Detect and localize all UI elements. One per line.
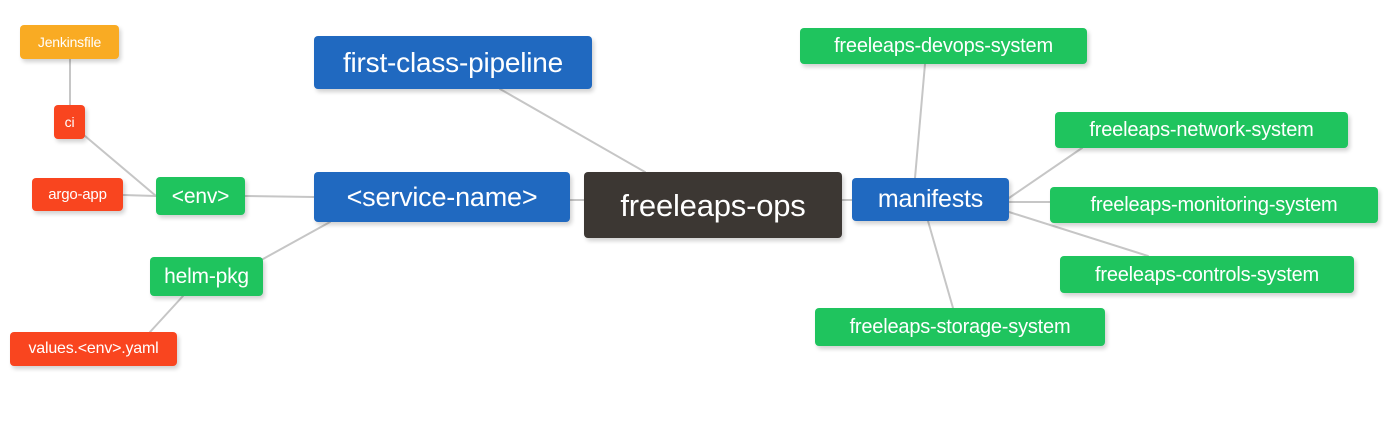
node-freeleaps-network-system[interactable]: freeleaps-network-system bbox=[1055, 112, 1348, 148]
node-helm-pkg[interactable]: helm-pkg bbox=[150, 257, 263, 296]
node-freeleaps-monitoring-system[interactable]: freeleaps-monitoring-system bbox=[1050, 187, 1378, 223]
node-label-values-yaml: values.<env>.yaml bbox=[28, 340, 159, 357]
edge-env-servicename bbox=[244, 195, 315, 198]
edge-manifests-devops bbox=[914, 63, 926, 179]
node-freeleaps-ops[interactable]: freeleaps-ops bbox=[584, 172, 842, 238]
edge-firstclasspipeline-ops bbox=[499, 88, 646, 173]
node-label-freeleaps-storage-system: freeleaps-storage-system bbox=[849, 316, 1071, 338]
node-label-first-class-pipeline: first-class-pipeline bbox=[342, 46, 564, 78]
node-service-name[interactable]: <service-name> bbox=[314, 172, 570, 222]
node-label-freeleaps-controls-system: freeleaps-controls-system bbox=[1095, 263, 1319, 286]
node-label-ci: ci bbox=[64, 114, 75, 130]
node-label-service-name: <service-name> bbox=[346, 181, 538, 212]
node-label-freeleaps-monitoring-system: freeleaps-monitoring-system bbox=[1090, 194, 1338, 216]
node-jenkinsfile[interactable]: Jenkinsfile bbox=[20, 25, 119, 59]
node-ci[interactable]: ci bbox=[54, 105, 85, 139]
node-label-argo-app: argo-app bbox=[48, 186, 107, 203]
node-label-freeleaps-network-system: freeleaps-network-system bbox=[1089, 119, 1314, 141]
node-label-jenkinsfile: Jenkinsfile bbox=[37, 34, 102, 50]
node-freeleaps-devops-system[interactable]: freeleaps-devops-system bbox=[800, 28, 1087, 64]
node-freeleaps-storage-system[interactable]: freeleaps-storage-system bbox=[815, 308, 1105, 346]
node-manifests[interactable]: manifests bbox=[852, 178, 1009, 221]
node-label-helm-pkg: helm-pkg bbox=[164, 265, 249, 288]
edge-helmpkg-servicename bbox=[262, 221, 331, 260]
edge-manifests-network bbox=[1008, 147, 1083, 199]
node-label-freeleaps-devops-system: freeleaps-devops-system bbox=[834, 35, 1053, 57]
node-freeleaps-controls-system[interactable]: freeleaps-controls-system bbox=[1060, 256, 1354, 293]
edge-valuesyaml-helmpkg bbox=[149, 295, 184, 333]
node-env[interactable]: <env> bbox=[156, 177, 245, 215]
node-label-env: <env> bbox=[171, 184, 230, 208]
node-first-class-pipeline[interactable]: first-class-pipeline bbox=[314, 36, 592, 89]
node-values-yaml[interactable]: values.<env>.yaml bbox=[10, 332, 177, 366]
edge-manifests-storage bbox=[927, 220, 954, 309]
edge-argoapp-env bbox=[122, 194, 157, 197]
node-label-freeleaps-ops: freeleaps-ops bbox=[620, 187, 806, 223]
edge-ci-env bbox=[84, 135, 157, 197]
edge-manifests-controls bbox=[1008, 211, 1149, 257]
node-argo-app[interactable]: argo-app bbox=[32, 178, 123, 211]
node-label-manifests: manifests bbox=[877, 185, 984, 213]
